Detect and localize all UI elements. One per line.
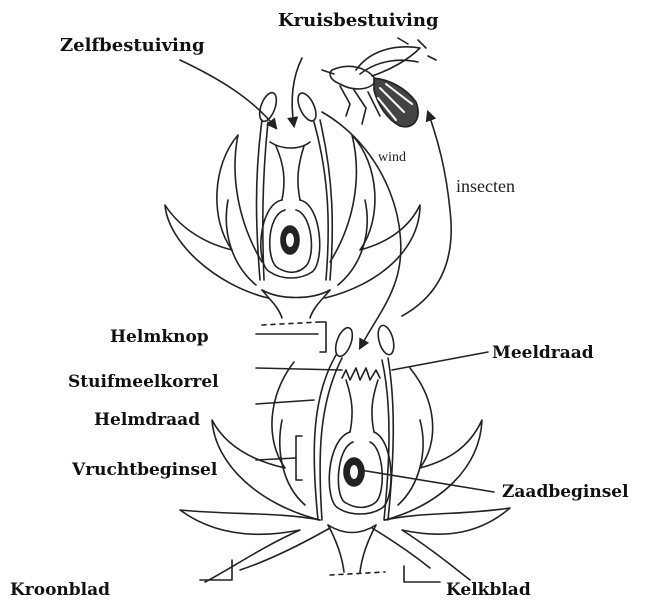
label-zelfbestuiving: Zelfbestuiving — [60, 35, 205, 56]
sepal-left — [180, 510, 320, 582]
bottom-anther-right — [375, 324, 396, 357]
self-pollination-arrow — [180, 60, 276, 128]
label-kelkblad: Kelkblad — [446, 580, 531, 600]
kelkblad-leader — [404, 566, 440, 582]
label-helmdraad: Helmdraad — [94, 410, 200, 430]
vrucht-leader — [256, 458, 296, 460]
insect-arrow — [402, 112, 451, 316]
meeldraad-leader — [392, 352, 488, 370]
label-stuifmeelkorrel: Stuifmeelkorrel — [68, 372, 219, 392]
label-kruisbestuiving: Kruisbestuiving — [278, 10, 439, 31]
label-helmknop: Helmknop — [110, 327, 209, 347]
bottom-petal-right — [385, 368, 482, 520]
label-zaadbeginsel: Zaadbeginsel — [502, 482, 629, 502]
label-wind: wind — [378, 150, 406, 166]
bottom-anther-left — [332, 326, 355, 359]
top-petal-left — [165, 135, 268, 298]
label-kroonblad: Kroonblad — [10, 580, 110, 600]
label-vruchtbeginsel: Vruchtbeginsel — [72, 460, 217, 480]
bottom-petal-left — [212, 362, 320, 520]
bee — [322, 38, 436, 127]
helmdraad-leader — [256, 400, 314, 404]
top-anther-right — [294, 90, 319, 123]
top-flower — [165, 90, 420, 325]
label-insecten: insecten — [456, 176, 515, 197]
cross-pollination-arrow — [292, 58, 302, 126]
zaad-leader — [360, 470, 494, 492]
bottom-flower — [180, 324, 510, 582]
label-meeldraad: Meeldraad — [492, 343, 594, 363]
